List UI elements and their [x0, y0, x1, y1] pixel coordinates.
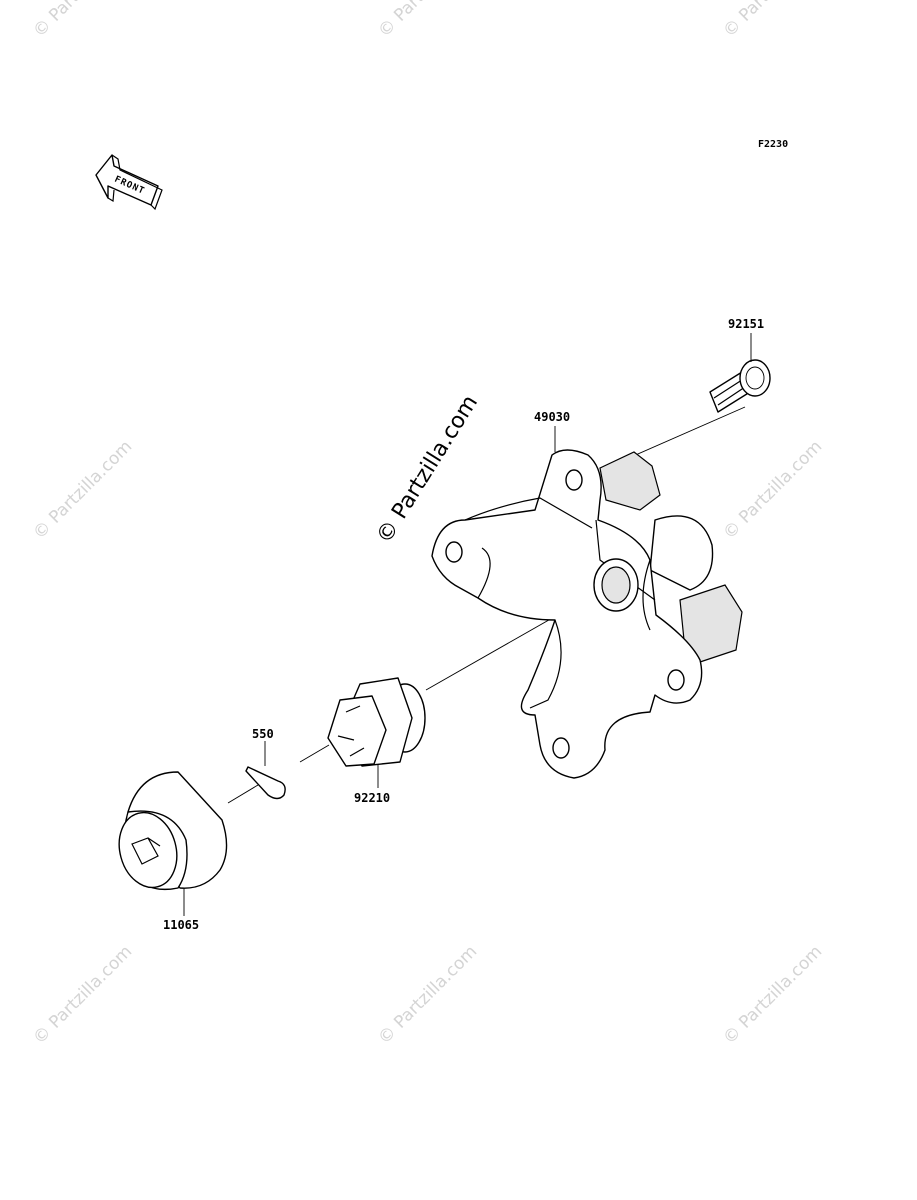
- part-label-11065: 11065: [163, 918, 199, 932]
- front-arrow-icon: FRONT: [95, 154, 163, 211]
- watermark: © Partzilla.com: [29, 942, 136, 1049]
- castle-nut-part: [327, 677, 426, 767]
- watermark: © Partzilla.com: [29, 437, 136, 544]
- part-label-92210: 92210: [354, 791, 390, 805]
- part-labels: 92151 49030 550 92210 11065: [163, 317, 764, 932]
- wheel-hub-part: [431, 449, 743, 779]
- figure-code: F2230: [758, 139, 788, 150]
- watermark: © Partzilla.com: [374, 0, 481, 42]
- part-label-49030: 49030: [534, 410, 570, 424]
- watermark: © Partzilla.com: [719, 437, 826, 544]
- watermark-layer: © Partzilla.com © Partzilla.com © Partzi…: [29, 0, 826, 1049]
- part-label-92151: 92151: [728, 317, 764, 331]
- label-leaders: [183, 333, 752, 916]
- stud-bolt-part: [709, 359, 771, 413]
- hub-cap-part: [118, 771, 228, 891]
- watermark: © Partzilla.com: [29, 0, 136, 42]
- watermark: © Partzilla.com: [719, 0, 826, 42]
- watermark: © Partzilla.com: [374, 942, 481, 1049]
- cotter-pin-part: [245, 766, 286, 800]
- part-label-550: 550: [252, 727, 274, 741]
- watermark: © Partzilla.com: [719, 942, 826, 1049]
- assembly-axis-lines: [227, 406, 746, 804]
